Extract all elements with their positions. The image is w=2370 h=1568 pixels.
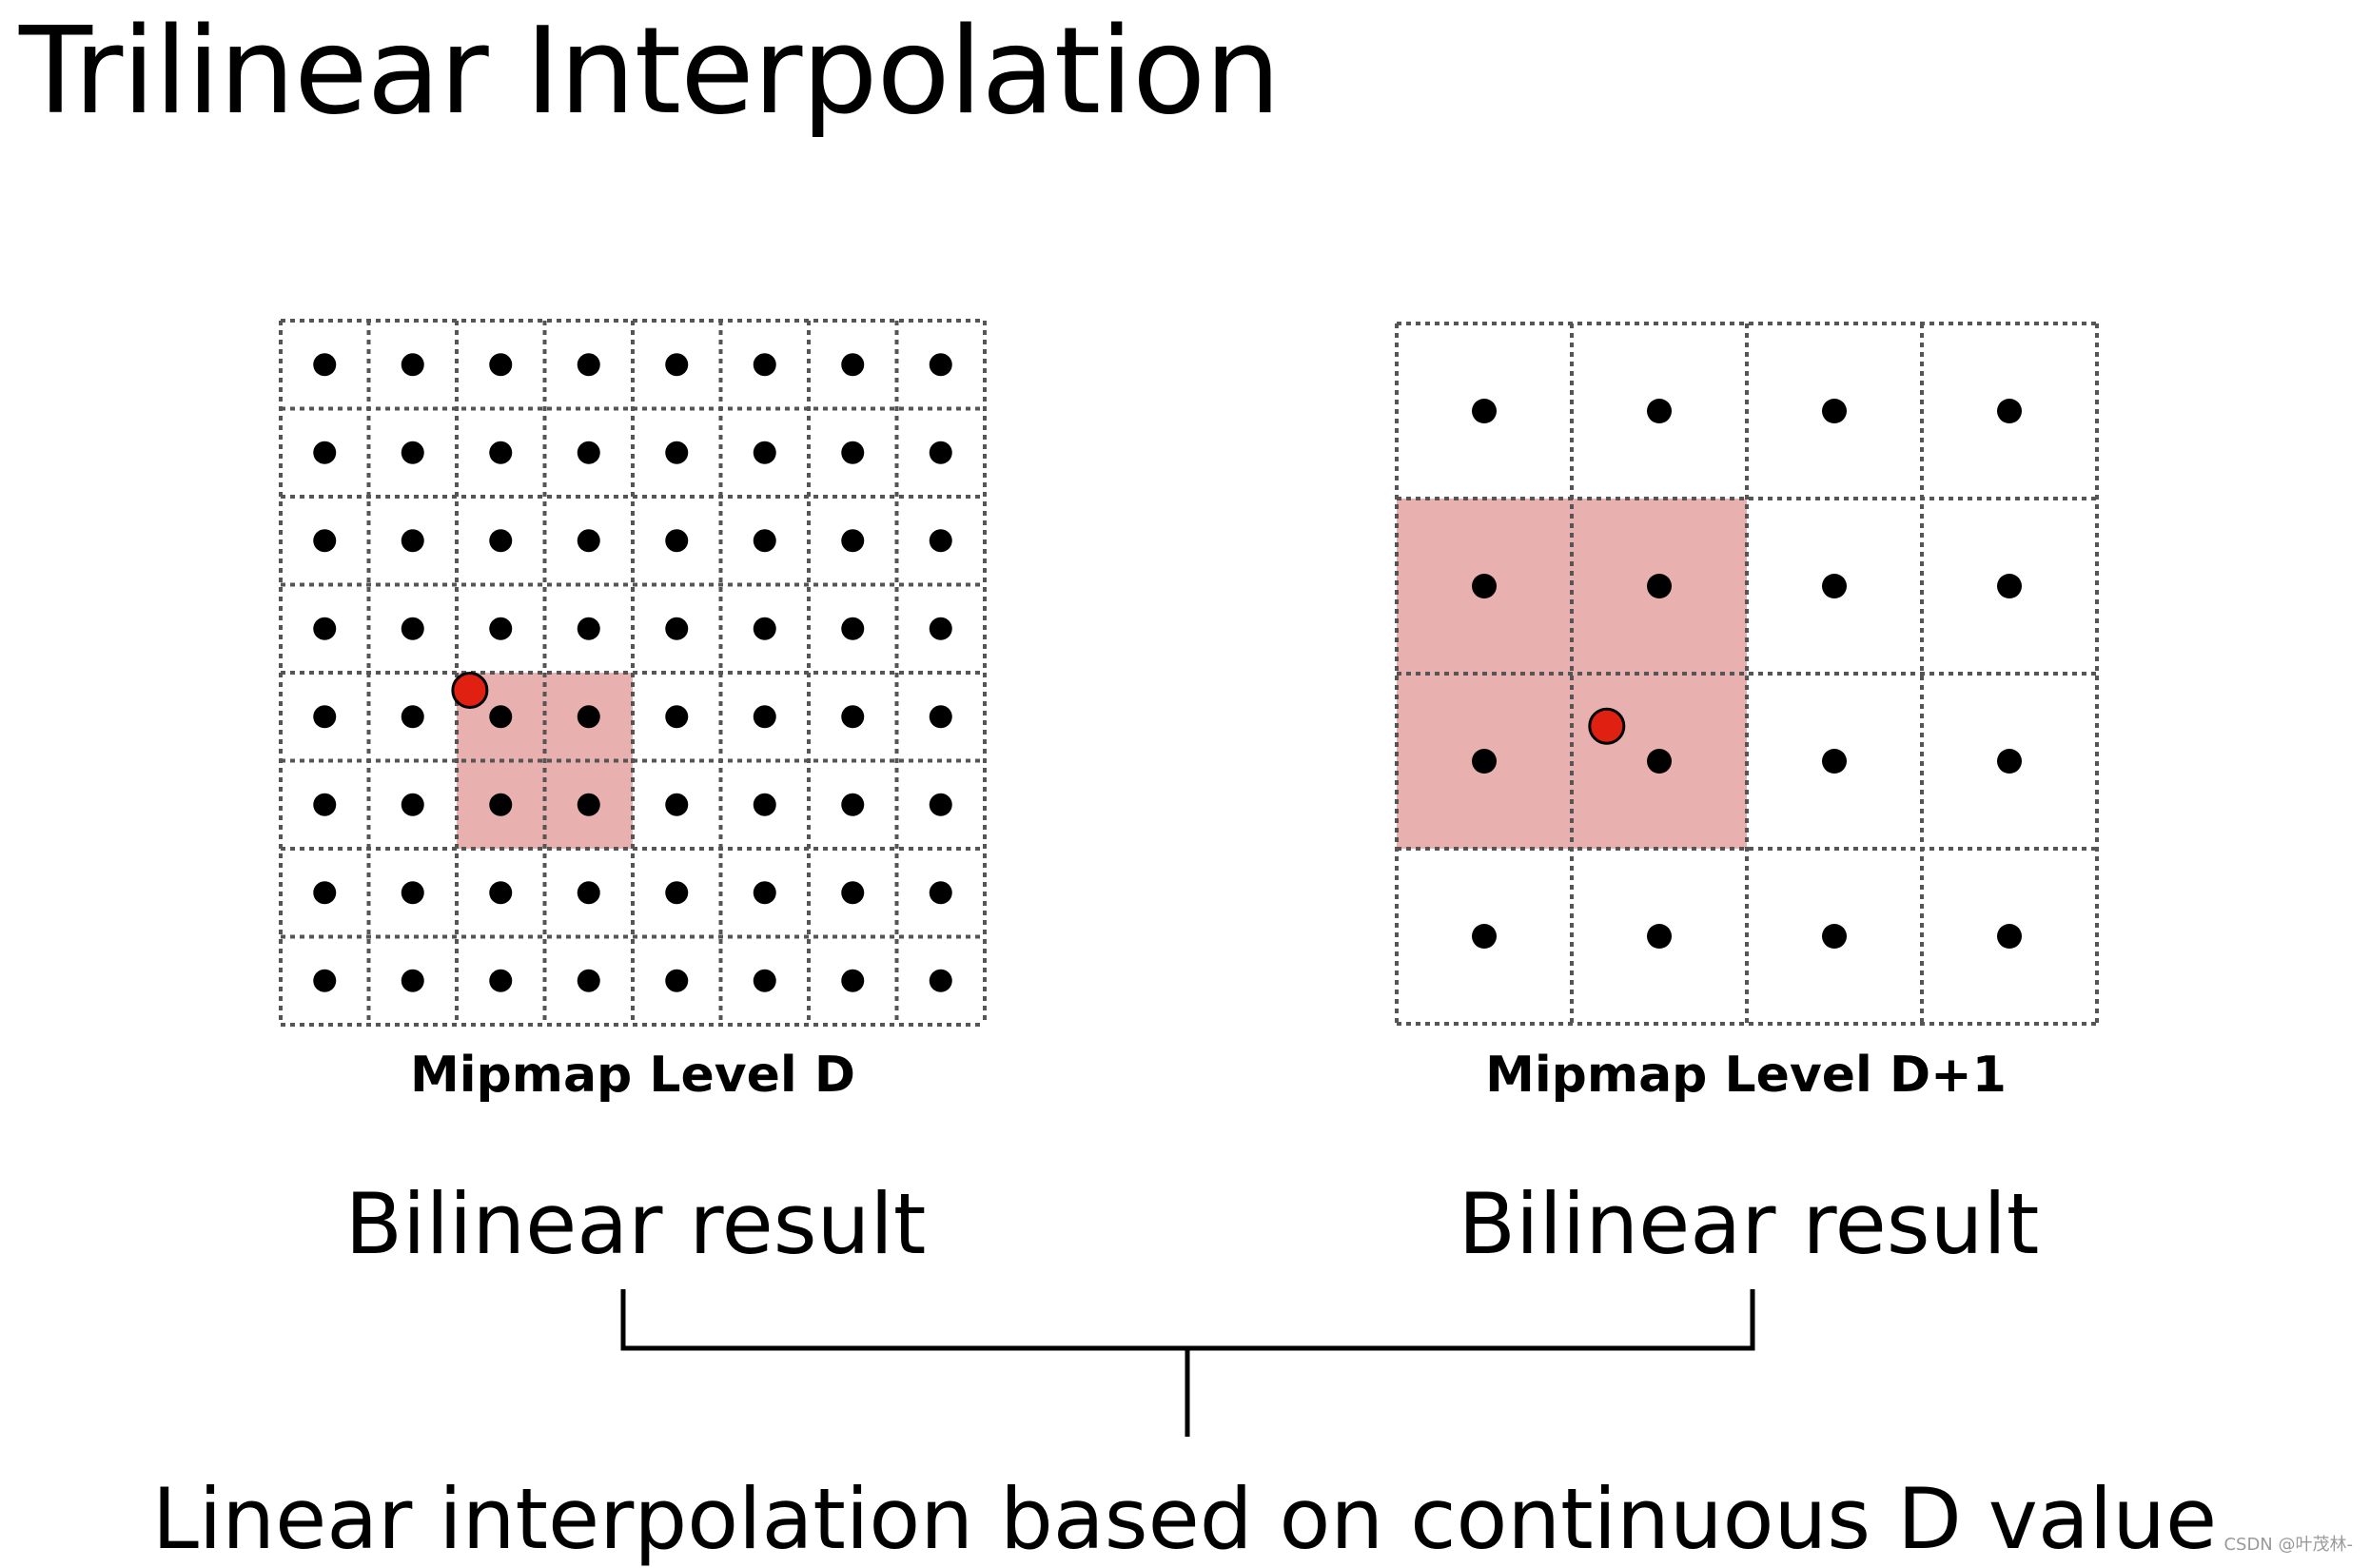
texel-dot	[841, 705, 865, 729]
texel-dot	[929, 881, 952, 905]
texel-dot	[665, 529, 689, 553]
bracket	[620, 1289, 1755, 1351]
texel-dot	[753, 881, 776, 905]
texel-dot	[313, 969, 337, 992]
texel-dot	[753, 529, 776, 553]
texel-dot	[489, 881, 513, 905]
texel-dot	[665, 881, 689, 905]
texel-dot	[665, 793, 689, 816]
texel-dot	[577, 529, 600, 553]
texel-dot	[1472, 749, 1497, 774]
watermark: CSDN @叶茂林-	[2223, 1535, 2353, 1555]
texel-dot	[665, 705, 689, 729]
texel-dot	[665, 353, 689, 377]
sample-point-0	[451, 672, 489, 709]
texel-dot	[841, 353, 865, 377]
texel-dot	[929, 793, 952, 816]
texel-dot	[841, 529, 865, 553]
texel-dot	[1647, 399, 1672, 423]
texel-dot	[665, 441, 689, 464]
texel-dot	[313, 705, 337, 729]
bilinear-result-right: Bilinear result	[1458, 1175, 2040, 1273]
texel-dot	[577, 881, 600, 905]
texel-dot	[1822, 924, 1847, 949]
texel-dot	[665, 617, 689, 640]
texel-dot	[489, 705, 513, 729]
texel-dot	[489, 969, 513, 992]
texel-dot	[313, 881, 337, 905]
texel-dot	[1647, 749, 1672, 774]
page-title: Trilinear Interpolation	[19, 1, 1281, 141]
texel-dot	[401, 793, 424, 816]
texel-dot	[401, 529, 424, 553]
texel-dot	[1997, 399, 2022, 423]
texel-dot	[929, 529, 952, 553]
texel-dot	[1997, 749, 2022, 774]
texel-dot	[577, 793, 600, 816]
texel-dot	[753, 617, 776, 640]
linear-interpolation-label: Linear interpolation based on continuous…	[151, 1470, 2218, 1568]
texel-dot	[489, 617, 513, 640]
texel-dot	[489, 529, 513, 553]
sample-point-1	[1588, 707, 1626, 745]
texel-dot	[577, 617, 600, 640]
texel-dot	[489, 793, 513, 816]
texel-dot	[841, 617, 865, 640]
texel-dot	[401, 705, 424, 729]
texel-dot	[401, 881, 424, 905]
texel-dot	[753, 441, 776, 464]
texel-dot	[401, 969, 424, 992]
texel-dot	[665, 969, 689, 992]
texel-dot	[841, 969, 865, 992]
texel-dot	[401, 353, 424, 377]
bilinear-result-left: Bilinear result	[344, 1175, 927, 1273]
texel-dot	[401, 441, 424, 464]
texel-dot	[1647, 574, 1672, 598]
texel-dot	[313, 617, 337, 640]
texel-dot	[753, 353, 776, 377]
texel-dot	[489, 441, 513, 464]
texel-dot	[1472, 399, 1497, 423]
texel-dot	[577, 969, 600, 992]
texel-dot	[753, 705, 776, 729]
texel-dot	[1647, 924, 1672, 949]
texel-dot	[929, 617, 952, 640]
panel-label-level-d1: Mipmap Level D+1	[1485, 1047, 2007, 1104]
texel-dot	[313, 793, 337, 816]
texel-dot	[841, 793, 865, 816]
texel-dot	[753, 969, 776, 992]
texel-dot	[489, 353, 513, 377]
texel-dot	[313, 441, 337, 464]
texel-dot	[1822, 399, 1847, 423]
texel-dot	[929, 353, 952, 377]
texel-dot	[841, 881, 865, 905]
texel-dot	[929, 705, 952, 729]
texel-dot	[577, 353, 600, 377]
texel-dot	[1997, 574, 2022, 598]
texel-dot	[577, 441, 600, 464]
texel-dot	[1822, 749, 1847, 774]
texel-dot	[929, 441, 952, 464]
texel-dot	[1472, 574, 1497, 598]
panel-label-level-d: Mipmap Level D	[409, 1047, 856, 1104]
texel-dot	[1472, 924, 1497, 949]
texel-dot	[841, 441, 865, 464]
texel-dot	[313, 353, 337, 377]
texel-dot	[753, 793, 776, 816]
texel-dot	[1822, 574, 1847, 598]
texel-dot	[313, 529, 337, 553]
texel-dot	[577, 705, 600, 729]
texel-dot	[1997, 924, 2022, 949]
texel-dot	[929, 969, 952, 992]
texel-dot	[401, 617, 424, 640]
